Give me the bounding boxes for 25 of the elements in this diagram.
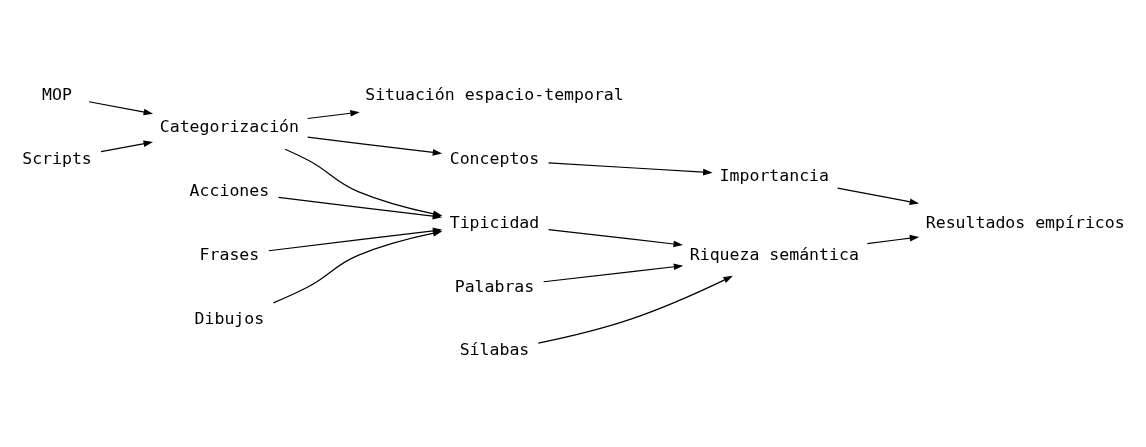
arrow: [100, 140, 153, 153]
node-text: Sílabas: [459, 340, 530, 360]
node-text: Riqueza semántica: [689, 244, 859, 264]
node-text: Tipicidad: [449, 212, 540, 232]
arrow: [837, 187, 920, 206]
node-text: Acciones: [189, 180, 270, 200]
arrow: [88, 101, 154, 116]
node-text: Scripts: [22, 149, 92, 169]
arrow: [307, 136, 443, 156]
arrow: [307, 110, 360, 120]
arrow: [547, 229, 683, 248]
node-text: Conceptos: [449, 149, 540, 169]
node-text: Palabras: [454, 276, 535, 296]
node-text: Categorización: [159, 117, 300, 137]
node-text: MOP: [42, 85, 72, 105]
node-text: Situación espacio-temporal: [365, 85, 624, 105]
node-text: Frases: [199, 244, 260, 264]
arrow: [866, 234, 920, 245]
arrow: [547, 162, 713, 176]
arrow: [543, 263, 684, 283]
node-text: Importancia: [719, 165, 830, 185]
arrow: [272, 230, 443, 304]
arrow: [537, 275, 733, 344]
node-text: Dibujos: [194, 308, 265, 328]
node-text: Resultados empíricos: [925, 212, 1125, 232]
